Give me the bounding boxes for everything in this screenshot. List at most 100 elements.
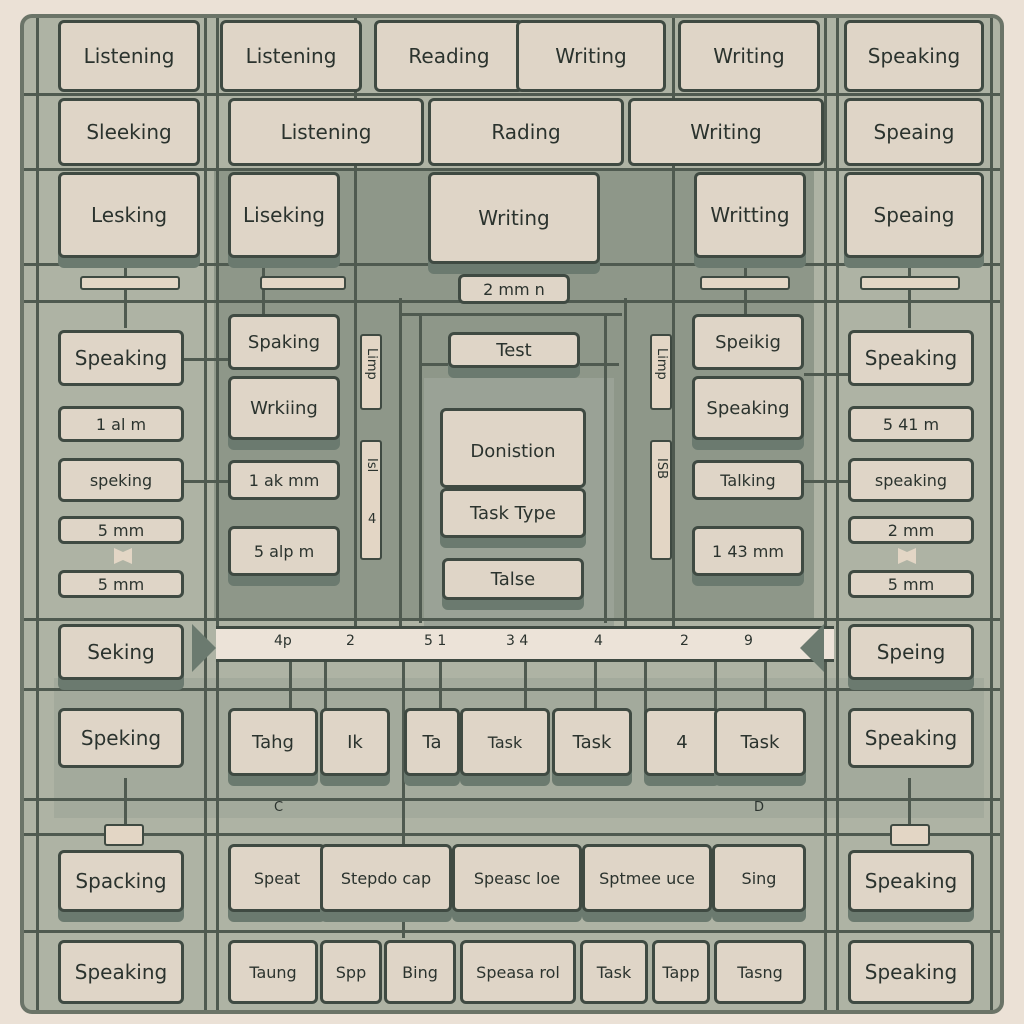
bottom-sptmee-uce: Sptmee uce (582, 844, 712, 912)
cell-listening-1: Listening (58, 20, 200, 92)
left-speaking-1: Speaking (58, 330, 184, 386)
connector (714, 658, 717, 728)
label-strip (650, 440, 672, 560)
vertical-label-left: Limp (364, 348, 379, 380)
grid-line (399, 298, 402, 628)
connector (908, 778, 911, 833)
left-speaking-2: Speaking (58, 940, 184, 1004)
grid-line (624, 298, 627, 628)
connector (908, 268, 911, 328)
bar-number: 4p (274, 633, 292, 649)
left-seking: Seking (58, 624, 184, 680)
cell-speaking-top: Speaking (844, 20, 984, 92)
bar-number: 9 (744, 633, 753, 649)
vertical-label-right: Limp (654, 348, 669, 380)
connector (184, 480, 228, 483)
connector (524, 658, 527, 728)
bottom-spp: Spp (320, 940, 382, 1004)
bottom-task: Task (580, 940, 648, 1004)
connector (744, 268, 747, 328)
tab-handle (860, 276, 960, 290)
cell-liseking: Liseking (228, 172, 340, 258)
inner-left-1-ak-mm: 1 ak mm (228, 460, 340, 500)
right-2mm: 2 mm (848, 516, 974, 544)
arrow-right-icon (114, 548, 132, 564)
task-ta: Ta (404, 708, 460, 776)
bottom-speasc-loe: Speasc loe (452, 844, 582, 912)
cell-writing-center: Writing (428, 172, 600, 264)
left-spacking: Spacking (58, 850, 184, 912)
pointer-left-icon (800, 624, 824, 672)
inner-right-1-43-mm: 1 43 mm (692, 526, 804, 576)
right-5mm: 5 mm (848, 570, 974, 598)
grid-line (836, 18, 839, 1010)
tab-handle (80, 276, 180, 290)
task-task-1: Task (460, 708, 550, 776)
connector (604, 313, 607, 623)
cell-writing-3: Writing (628, 98, 824, 166)
task-tahg: Tahg (228, 708, 318, 776)
tab-handle (700, 276, 790, 290)
grid-line (24, 93, 1000, 96)
left-5mm-1: 5 mm (58, 516, 184, 544)
marker-d: D (754, 800, 765, 815)
grid-line (24, 618, 1000, 621)
inner-right-speaking: Speaking (692, 376, 804, 440)
bar-number: 2 (346, 633, 355, 649)
left-speking: speking (58, 458, 184, 502)
connector (644, 658, 647, 728)
grid-line (672, 18, 675, 638)
cell-reading: Reading (374, 20, 524, 92)
marker-c: C (274, 800, 284, 815)
bar-number: 2 (680, 633, 689, 649)
cell-listening-3: Listening (228, 98, 424, 166)
right-5-41-m: 5 41 m (848, 406, 974, 442)
inner-left-spaking: Spaking (228, 314, 340, 370)
right-speaking-4: Speaking (848, 940, 974, 1004)
center-small-label: 2 mm n (458, 274, 570, 304)
task-task-3: Task (714, 708, 806, 776)
cell-rading: Rading (428, 98, 624, 166)
bottom-stepdo-cap: Stepdo cap (320, 844, 452, 912)
connector (804, 373, 848, 376)
grid-line (36, 18, 39, 1010)
bar-number: 5 1 (424, 633, 447, 649)
grid-line (24, 930, 1000, 933)
center-donistion: Donistion (440, 408, 586, 488)
grid-line (824, 18, 827, 1010)
right-speaking-small: speaking (848, 458, 974, 502)
grid-line (24, 833, 1000, 836)
grid-line (24, 263, 1000, 266)
tab-handle (260, 276, 346, 290)
tab-handle (890, 824, 930, 846)
inner-right-talking: Talking (692, 460, 804, 500)
cell-writing-1: Writing (516, 20, 666, 92)
right-speing: Speing (848, 624, 974, 680)
connector (324, 658, 327, 728)
grid-line (216, 18, 219, 1010)
connector (124, 268, 127, 328)
bottom-taung: Taung (228, 940, 318, 1004)
cell-speaing-2: Speaing (844, 172, 984, 258)
bottom-bing: Bing (384, 940, 456, 1004)
center-test: Test (448, 332, 580, 368)
connector (594, 658, 597, 728)
inner-left-5-alp-m: 5 alp m (228, 526, 340, 576)
label-strip (650, 334, 672, 410)
left-speking-2: Speking (58, 708, 184, 768)
bar-number: 3 4 (506, 633, 529, 649)
cell-lesking: Lesking (58, 172, 200, 258)
cell-writing-2: Writing (678, 20, 820, 92)
grid-line (24, 798, 1000, 801)
grid-line (24, 688, 1000, 691)
grid-line (204, 18, 207, 1010)
bar-number: 4 (594, 633, 603, 649)
inner-left-wrkiing: Wrkiing (228, 376, 340, 440)
task-4: 4 (644, 708, 720, 776)
cell-speaing-1: Speaing (844, 98, 984, 166)
grid-line (990, 18, 993, 1010)
grid-line (24, 168, 1000, 171)
bottom-speasa-rol: Speasa rol (460, 940, 576, 1004)
vertical-label-left-2: Isl (364, 458, 379, 473)
connector (402, 313, 622, 316)
